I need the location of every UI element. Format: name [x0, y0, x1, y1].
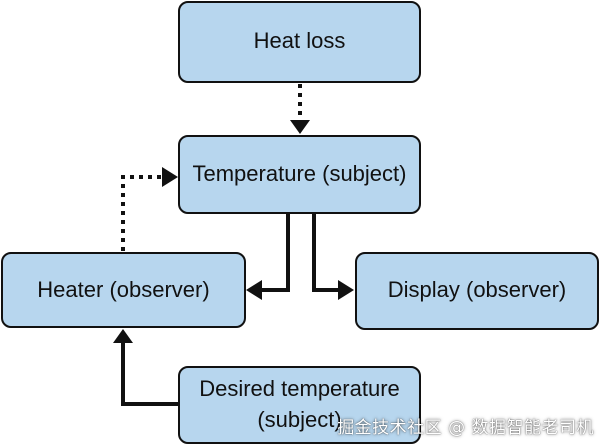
node-heater-box — [1, 252, 246, 328]
node-desired-temperature-label-line2: (subject) — [257, 407, 341, 432]
node-temperature-label: Temperature (subject) — [193, 161, 407, 186]
node-display: Display (observer) — [355, 252, 599, 330]
edge-desired-temperature-to-heater — [121, 343, 179, 406]
node-display-box — [355, 252, 599, 330]
node-heat-loss: Heat loss — [178, 1, 421, 83]
node-heater-label: Heater (observer) — [37, 277, 209, 302]
node-heat-loss-box — [178, 1, 421, 83]
node-desired-temperature-box — [178, 366, 421, 444]
arrowhead-display-left — [338, 280, 354, 300]
edges — [113, 84, 354, 406]
arrowhead-temperature-left — [162, 167, 178, 187]
node-temperature: Temperature (subject) — [178, 135, 421, 214]
node-heat-loss-label: Heat loss — [254, 28, 346, 53]
node-display-label: Display (observer) — [388, 277, 567, 302]
node-desired-temperature: Desired temperature (subject) — [178, 366, 421, 444]
arrowhead-heater-bottom — [113, 329, 133, 343]
arrowhead-temperature-top — [290, 120, 310, 134]
edge-temperature-to-heater — [262, 213, 290, 292]
arrowhead-heater-right — [246, 280, 262, 300]
edge-heater-to-temperature — [121, 175, 162, 251]
node-heater: Heater (observer) — [1, 252, 246, 328]
node-desired-temperature-label-line1: Desired temperature — [199, 376, 400, 401]
node-temperature-box — [178, 135, 421, 214]
edge-temperature-to-display — [312, 213, 338, 292]
watermark-text: 掘金技术社区 @ 数据智能老司机 — [337, 418, 594, 438]
